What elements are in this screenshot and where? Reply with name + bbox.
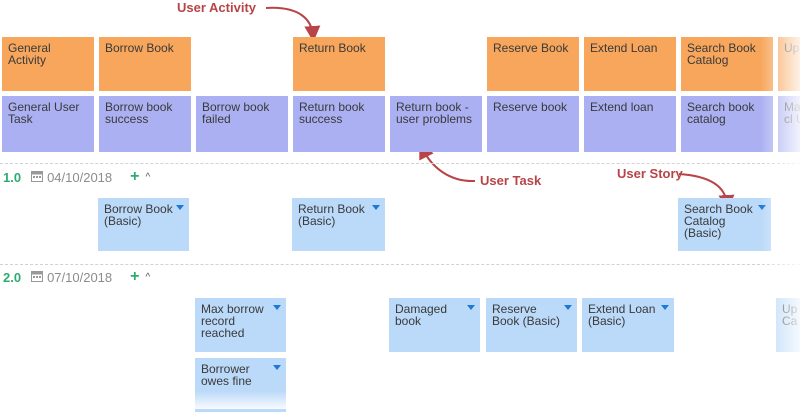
- story-label: Damaged book: [395, 302, 448, 328]
- collapse-icon[interactable]: ^: [145, 171, 151, 183]
- dropdown-icon[interactable]: [564, 305, 572, 310]
- dropdown-icon[interactable]: [176, 205, 184, 210]
- calendar-icon: [31, 170, 44, 185]
- task-card-borrow-book-failed[interactable]: Borrow book failed: [196, 96, 288, 152]
- activity-card-reserve-book[interactable]: Reserve Book: [487, 37, 579, 91]
- release-version: 2.0: [3, 269, 22, 285]
- story-card-extend-loan-basic[interactable]: Extend Loan (Basic): [582, 298, 674, 352]
- arrow-user-task: [419, 142, 476, 183]
- release-header-2: 2.0 07/10/2018 + ^: [3, 268, 151, 285]
- dropdown-icon[interactable]: [467, 305, 475, 310]
- release-version: 1.0: [3, 169, 22, 185]
- story-card-reserve-book-basic[interactable]: Reserve Book (Basic): [486, 298, 577, 352]
- story-label: Borrow Book (Basic): [104, 202, 173, 228]
- story-label: Search Book Catalog (Basic): [684, 202, 753, 240]
- task-card-search-book-catalog[interactable]: Search book catalog: [681, 96, 773, 152]
- activity-card-borrow-book[interactable]: Borrow Book: [99, 37, 191, 91]
- dropdown-icon[interactable]: [661, 305, 669, 310]
- collapse-icon[interactable]: ^: [145, 271, 151, 283]
- task-card-return-book-success[interactable]: Return book success: [293, 96, 385, 152]
- dropdown-icon[interactable]: [273, 365, 281, 370]
- story-label: Borrower owes fine: [201, 362, 252, 388]
- story-label: Reserve Book (Basic): [492, 302, 561, 328]
- story-label: Extend Loan (Basic): [588, 302, 656, 328]
- task-card-reserve-book[interactable]: Reserve book: [487, 96, 579, 152]
- callout-user-activity: User Activity: [177, 0, 256, 15]
- task-card-extend-loan[interactable]: Extend loan: [584, 96, 676, 152]
- release-date: 04/10/2018: [47, 169, 113, 185]
- dropdown-icon[interactable]: [372, 205, 380, 210]
- story-card-max-borrow-record-reached[interactable]: Max borrow record reached: [195, 298, 286, 352]
- add-icon[interactable]: +: [130, 168, 140, 185]
- story-card-search-book-catalog-basic[interactable]: Search Book Catalog (Basic): [678, 198, 771, 251]
- arrow-user-activity: [265, 6, 321, 42]
- callout-user-story: User Story: [617, 166, 683, 181]
- release-divider-2: [0, 264, 800, 265]
- task-card-general-user-task[interactable]: General User Task: [2, 96, 94, 152]
- calendar-icon: [31, 270, 44, 285]
- activity-card-search-book-catalog[interactable]: Search Book Catalog: [681, 37, 773, 91]
- story-card-return-book-basic[interactable]: Return Book (Basic): [292, 198, 385, 251]
- task-card-partial[interactable]: Ma cl Up: [778, 96, 800, 152]
- add-icon[interactable]: +: [130, 268, 140, 285]
- activity-card-extend-loan[interactable]: Extend Loan: [584, 37, 676, 91]
- story-card-borrow-book-basic[interactable]: Borrow Book (Basic): [98, 198, 189, 251]
- story-label: Max borrow record reached: [201, 302, 264, 340]
- story-label: Return Book (Basic): [298, 202, 365, 228]
- story-card-damaged-book[interactable]: Damaged book: [389, 298, 480, 352]
- dropdown-icon[interactable]: [758, 205, 766, 210]
- story-card-borrower-owes-fine[interactable]: Borrower owes fine: [195, 358, 286, 412]
- story-card-partial[interactable]: Up Ca: [776, 298, 800, 352]
- release-date: 07/10/2018: [47, 269, 113, 285]
- activity-card-return-book[interactable]: Return Book: [293, 37, 385, 91]
- task-card-borrow-book-success[interactable]: Borrow book success: [99, 96, 191, 152]
- callout-user-task: User Task: [480, 173, 542, 188]
- release-divider-1: [0, 163, 800, 164]
- story-label: Up Ca: [782, 302, 798, 328]
- task-card-return-book-user-problems[interactable]: Return book - user problems: [390, 96, 482, 152]
- dropdown-icon[interactable]: [273, 305, 281, 310]
- activity-card-partial[interactable]: Up: [778, 37, 800, 91]
- release-header-1: 1.0 04/10/2018 + ^: [3, 168, 151, 185]
- activity-card-general-activity[interactable]: General Activity: [2, 37, 94, 91]
